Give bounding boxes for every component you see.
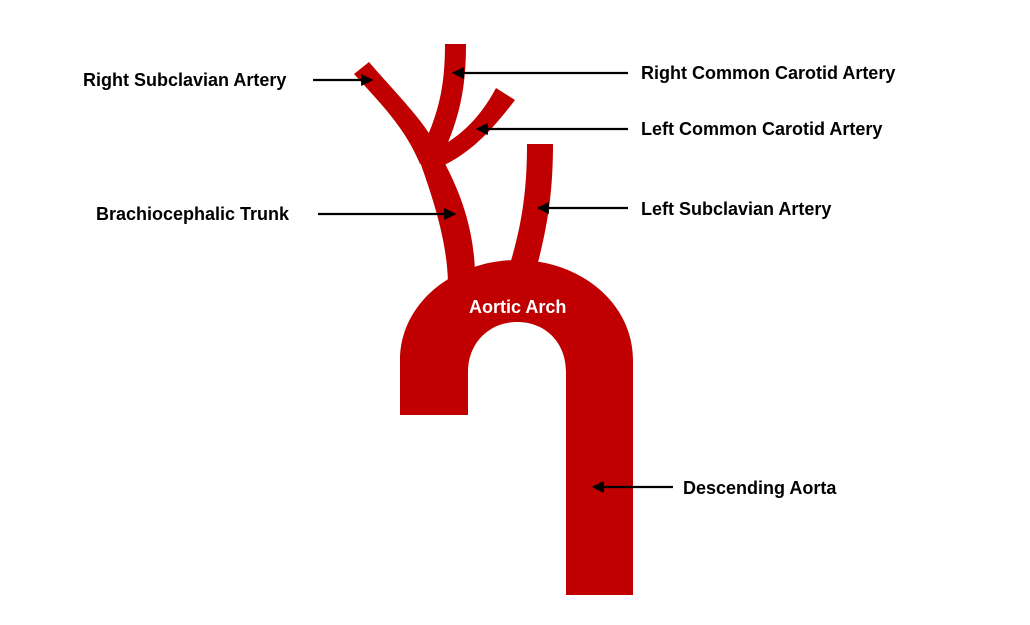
- label-right-common-carotid-artery: Right Common Carotid Artery: [641, 63, 895, 83]
- pointers: [313, 66, 673, 494]
- label-left-common-carotid-artery: Left Common Carotid Artery: [641, 119, 882, 139]
- left-subclavian-artery-shape: [510, 144, 553, 266]
- label-descending-aorta: Descending Aorta: [683, 478, 837, 498]
- right-subclavian-artery-shape: [354, 62, 440, 164]
- label-left-subclavian-artery: Left Subclavian Artery: [641, 199, 831, 219]
- label-aortic-arch: Aortic Arch: [469, 297, 566, 317]
- label-brachiocephalic-trunk: Brachiocephalic Trunk: [96, 204, 290, 224]
- left-common-carotid-artery-shape: [430, 88, 515, 168]
- vessels: [354, 44, 633, 595]
- labels: Right Subclavian Artery Right Common Car…: [83, 63, 895, 498]
- aortic-arch-shape: [400, 260, 633, 595]
- label-right-subclavian-artery: Right Subclavian Artery: [83, 70, 286, 90]
